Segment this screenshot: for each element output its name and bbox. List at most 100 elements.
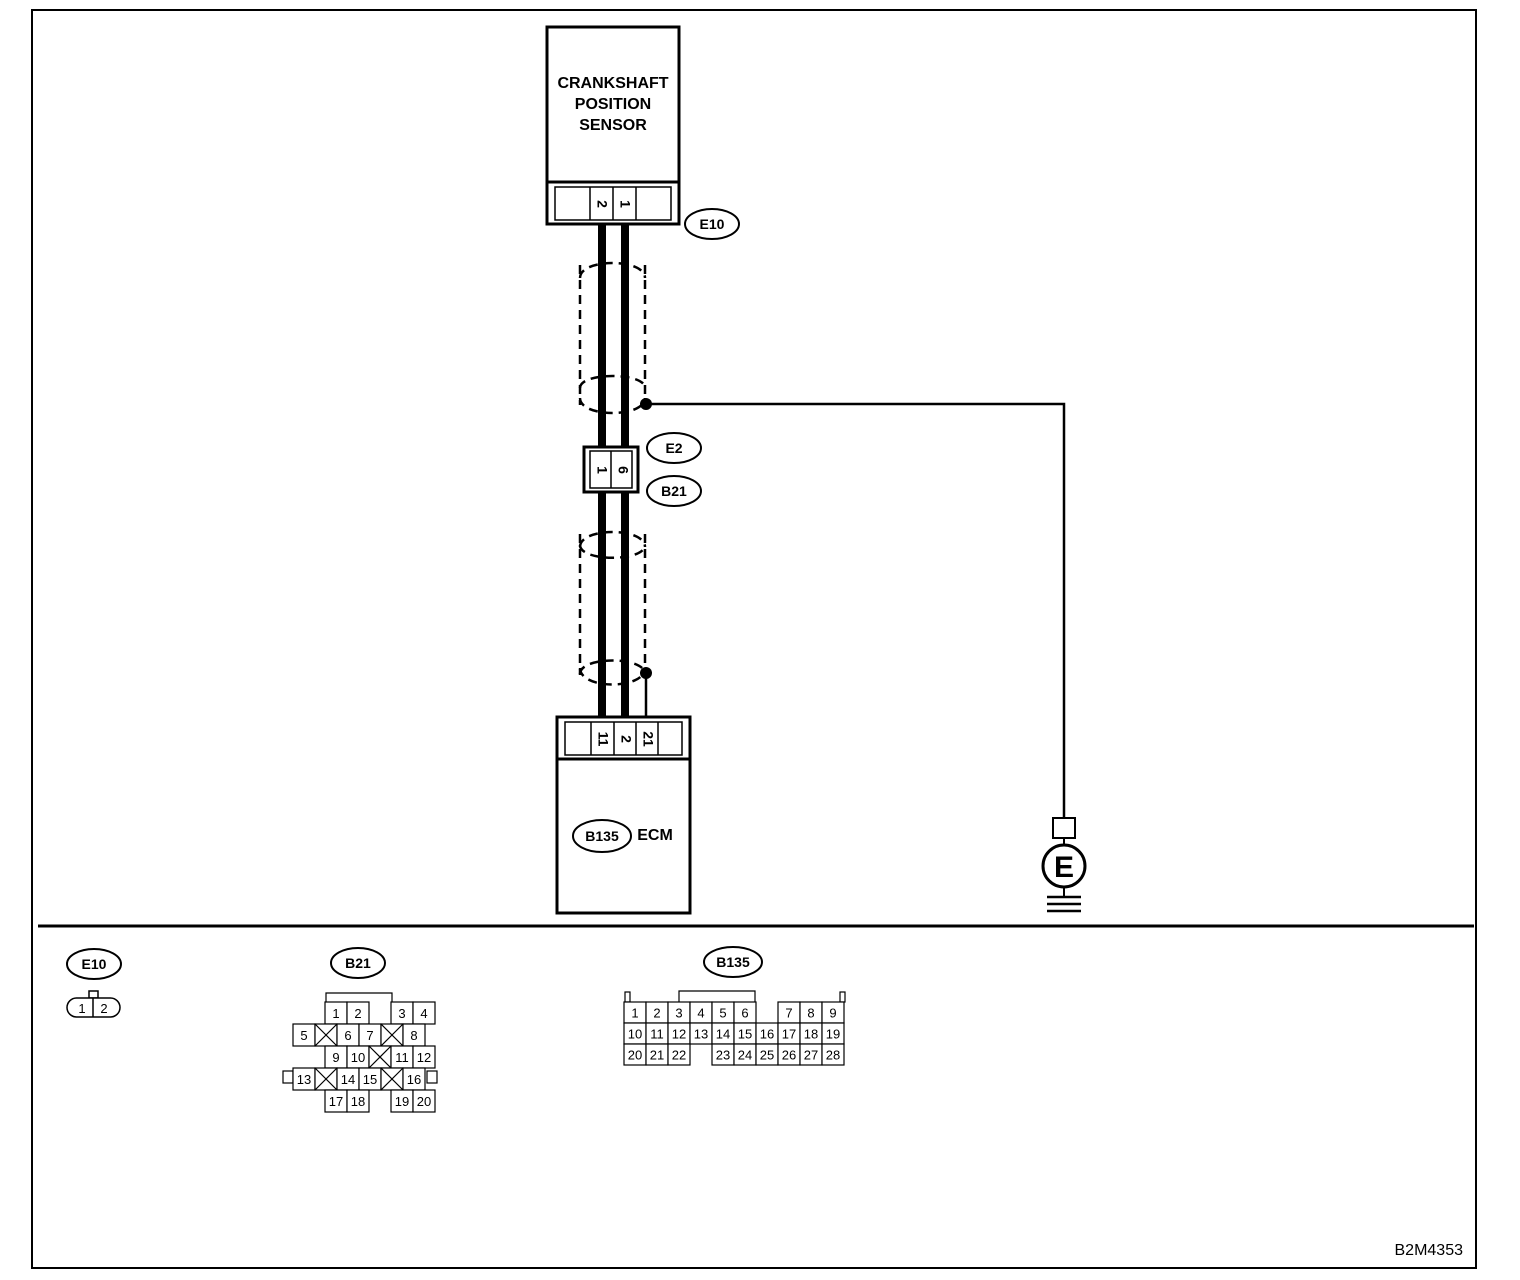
svg-text:24: 24 [738, 1048, 752, 1063]
legend-b135-pin-18: 18 [799, 1022, 823, 1045]
ecm-label: ECM [637, 827, 673, 844]
legend-b21-pin-20: 20 [412, 1089, 436, 1113]
sensor-connector: 2 1 [545, 180, 681, 226]
svg-text:1: 1 [332, 1006, 339, 1021]
legend-b21-pin-1: 1 [324, 1001, 348, 1025]
svg-text:4: 4 [697, 1006, 704, 1021]
legend-b21-pin-16: 16 [402, 1067, 426, 1091]
svg-text:E2: E2 [665, 440, 682, 456]
sensor-pin-1: 1 [617, 200, 633, 208]
legend-b21-blocked-cavity [314, 1067, 338, 1091]
joint-connector: 1 6 [582, 445, 640, 494]
svg-text:17: 17 [329, 1094, 343, 1109]
legend-b21-pin-4: 4 [412, 1001, 436, 1025]
legend-b135-pin-20: 20 [623, 1043, 647, 1066]
shield-upper [578, 261, 647, 415]
svg-text:3: 3 [398, 1006, 405, 1021]
svg-text:20: 20 [628, 1048, 642, 1063]
svg-text:7: 7 [785, 1006, 792, 1021]
svg-text:21: 21 [650, 1048, 664, 1063]
legend-b135-pin-6: 6 [733, 1001, 757, 1024]
svg-text:9: 9 [829, 1006, 836, 1021]
legend-b21-pin-2: 2 [346, 1001, 370, 1025]
svg-text:17: 17 [782, 1027, 796, 1042]
legend-b135-pin-21: 21 [645, 1043, 669, 1066]
ecm-pin-21: 21 [640, 731, 656, 747]
svg-text:E10: E10 [700, 216, 725, 232]
legend-b135-pin-26: 26 [777, 1043, 801, 1066]
legend-b135-pin-7: 7 [777, 1001, 801, 1024]
legend-e10-title: E10 [82, 956, 107, 972]
svg-text:15: 15 [738, 1027, 752, 1042]
svg-text:27: 27 [804, 1048, 818, 1063]
svg-text:16: 16 [760, 1027, 774, 1042]
svg-text:1: 1 [631, 1006, 638, 1021]
ground-label: E [1054, 851, 1074, 884]
legend-b135-pin-2: 2 [645, 1001, 669, 1024]
legend-b21-blocked-cavity [314, 1023, 338, 1047]
legend-b21-blocked-cavity [380, 1067, 404, 1091]
legend-e10: E10 1 2 [66, 948, 122, 1018]
legend-b135-pin-9: 9 [821, 1001, 845, 1024]
diagram-frame [31, 9, 1477, 1269]
shield-ground-wire [646, 402, 1066, 818]
legend-b135-pin-13: 13 [689, 1022, 713, 1045]
legend-e10-pin-2: 2 [100, 1001, 107, 1016]
svg-text:4: 4 [420, 1006, 427, 1021]
legend-b135-pin-5: 5 [711, 1001, 735, 1024]
legend-b135-pin-12: 12 [667, 1022, 691, 1045]
legend-b135-pin-17: 17 [777, 1022, 801, 1045]
svg-text:23: 23 [716, 1048, 730, 1063]
svg-text:5: 5 [300, 1028, 307, 1043]
legend-b21-pin-19: 19 [390, 1089, 414, 1113]
shield-drain-junction [640, 667, 652, 679]
svg-text:10: 10 [628, 1027, 642, 1042]
svg-text:19: 19 [395, 1094, 409, 1109]
svg-text:20: 20 [417, 1094, 431, 1109]
harness-lower [598, 492, 648, 718]
legend-b135-pin-25: 25 [755, 1043, 779, 1066]
legend-b135-pin-19: 19 [821, 1022, 845, 1045]
legend-b21-pin-11: 11 [390, 1045, 414, 1069]
svg-text:6: 6 [344, 1028, 351, 1043]
legend-b135-pin-16: 16 [755, 1022, 779, 1045]
legend-b135-pin-3: 3 [667, 1001, 691, 1024]
legend-b21-pin-9: 9 [324, 1045, 348, 1069]
legend-b135-pin-27: 27 [799, 1043, 823, 1066]
legend-b135-pin-11: 11 [645, 1022, 669, 1045]
svg-text:15: 15 [363, 1072, 377, 1087]
connector-tag-e10: E10 [684, 208, 740, 240]
svg-text:26: 26 [782, 1048, 796, 1063]
ecm-connector: 11 2 21 [555, 715, 692, 761]
sensor-pin-2: 2 [594, 200, 610, 208]
legend-b21-blocked-cavity [368, 1045, 392, 1069]
svg-text:8: 8 [807, 1006, 814, 1021]
sensor-label-line3: SENSOR [579, 117, 647, 134]
svg-text:12: 12 [672, 1027, 686, 1042]
svg-text:7: 7 [366, 1028, 373, 1043]
sensor-label-line1: CRANKSHAFT [557, 75, 668, 92]
legend-b21-title: B21 [345, 955, 371, 971]
svg-text:B21: B21 [661, 483, 687, 499]
svg-text:12: 12 [417, 1050, 431, 1065]
legend-b135-pin-14: 14 [711, 1022, 735, 1045]
legend-b135-pin-8: 8 [799, 1001, 823, 1024]
svg-text:5: 5 [719, 1006, 726, 1021]
svg-text:16: 16 [407, 1072, 421, 1087]
legend-b21-pin-6: 6 [336, 1023, 360, 1047]
crankshaft-position-sensor: CRANKSHAFT POSITION SENSOR [545, 25, 681, 184]
svg-text:28: 28 [826, 1048, 840, 1063]
svg-text:25: 25 [760, 1048, 774, 1063]
legend-b21-pin-14: 14 [336, 1067, 360, 1091]
legend-b21-pin-12: 12 [412, 1045, 436, 1069]
ground-symbol: E [1041, 817, 1087, 913]
svg-text:11: 11 [650, 1027, 664, 1042]
joint-pin-1: 1 [594, 466, 610, 474]
legend-b135-pin-1: 1 [623, 1001, 647, 1024]
legend-b21-pin-18: 18 [346, 1089, 370, 1113]
legend-b135-pin-23: 23 [711, 1043, 735, 1066]
sensor-label-line2: POSITION [575, 96, 651, 113]
legend-b135-title: B135 [716, 954, 750, 970]
